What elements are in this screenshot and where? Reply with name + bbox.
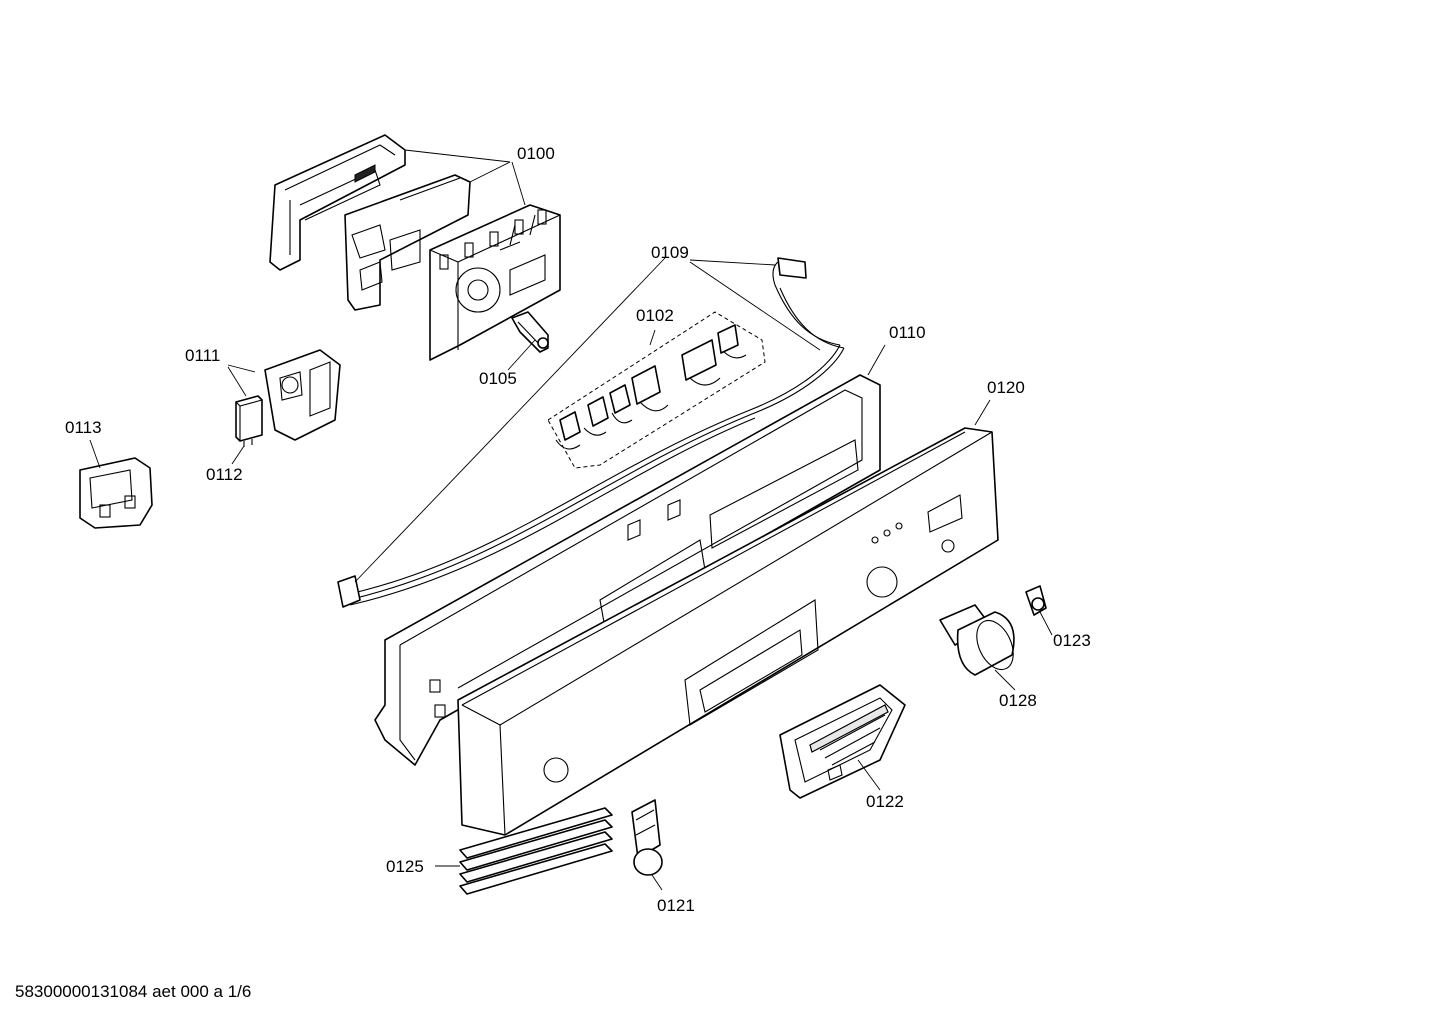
part-0120-front-panel	[457, 427, 999, 836]
callout-0100: 0100	[517, 144, 555, 163]
part-0100-electronic-module	[269, 134, 561, 361]
callout-0128: 0128	[999, 691, 1037, 710]
callout-0102: 0102	[636, 306, 674, 325]
part-0128-rotary-knob	[939, 604, 1015, 676]
part-0113-block	[79, 457, 153, 529]
part-0111-actuator	[264, 349, 341, 441]
callout-0112: 0112	[206, 465, 243, 484]
callout-0113: 0113	[65, 418, 102, 437]
callout-0121: 0121	[657, 896, 695, 915]
part-0121-knob	[631, 799, 663, 876]
part-0102-connectors	[547, 311, 766, 469]
part-0110-frame	[374, 374, 881, 766]
leader-lines	[89, 149, 1053, 891]
callout-0109: 0109	[651, 243, 689, 262]
callout-0125: 0125	[386, 857, 424, 876]
callout-0123: 0123	[1053, 631, 1091, 650]
drawing-id-footer: 58300000131084 aet 000 a 1/6	[15, 982, 252, 1001]
part-0109-cable-harness	[337, 257, 845, 608]
part-0125-strips	[459, 807, 613, 895]
callout-0111: 0111	[185, 346, 221, 365]
callout-0110: 0110	[889, 323, 926, 342]
part-0123-clip	[1025, 585, 1047, 616]
callout-0122: 0122	[866, 792, 904, 811]
callout-0120: 0120	[987, 378, 1025, 397]
part-0122-handle	[779, 684, 906, 799]
part-0112-relay	[235, 395, 263, 447]
part-0105-switch	[511, 311, 549, 353]
callout-0105: 0105	[479, 369, 517, 388]
